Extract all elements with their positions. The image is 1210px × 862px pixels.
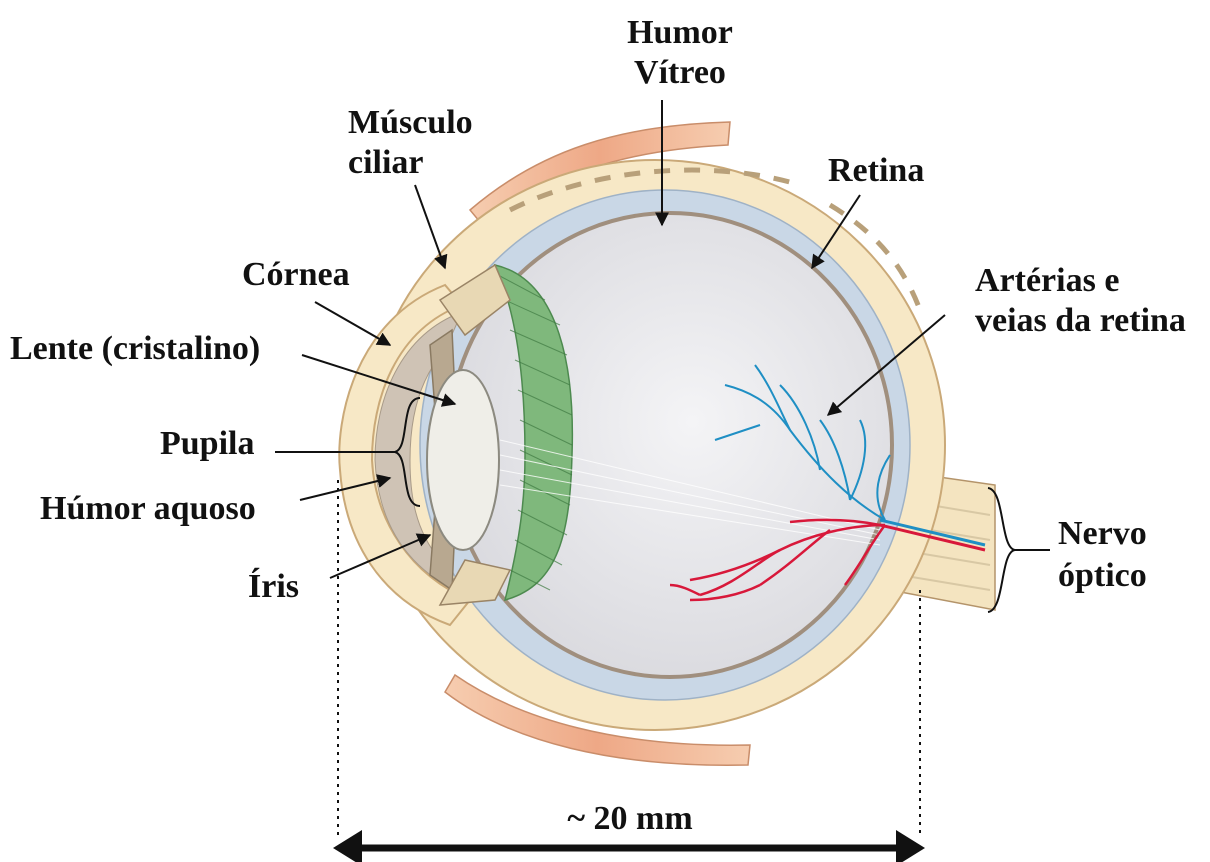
label-humor-vitreo-1: Humor (610, 14, 750, 52)
label-nervo-optico-2: óptico (1058, 557, 1147, 595)
leader-musculo-ciliar (415, 185, 445, 268)
label-humor-vitreo-2: Vítreo (610, 54, 750, 92)
label-musculo-ciliar-1: Músculo (348, 104, 473, 142)
label-arterias-2: veias da retina (975, 302, 1186, 340)
label-dimension: ~ 20 mm (530, 800, 730, 838)
leader-cornea (315, 302, 390, 345)
label-musculo-ciliar-2: ciliar (348, 144, 424, 182)
label-lente: Lente (cristalino) (10, 330, 260, 368)
label-arterias-1: Artérias e (975, 262, 1119, 300)
label-nervo-optico-1: Nervo (1058, 515, 1147, 553)
label-retina: Retina (828, 152, 924, 190)
label-humor-aquoso: Húmor aquoso (40, 490, 256, 528)
label-cornea: Córnea (242, 256, 350, 294)
label-pupila: Pupila (160, 425, 254, 463)
lens (427, 370, 499, 550)
label-iris: Íris (248, 568, 299, 606)
